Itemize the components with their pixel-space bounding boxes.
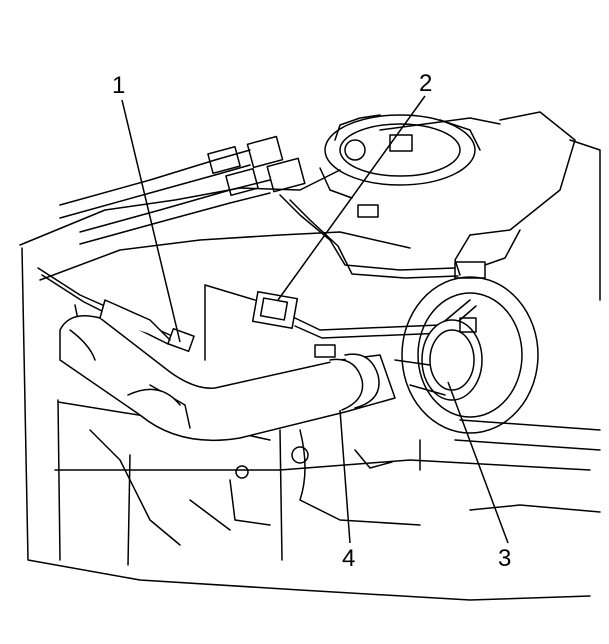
tank-filler-port [394,276,539,434]
fuel-lines [59,135,521,279]
callout-2-leader [277,95,426,301]
callout-2: 2 [419,70,433,97]
fuel-pump-module [319,114,481,218]
callout-3: 3 [498,545,512,572]
callout-1-leader [121,99,181,343]
mounting-hardware [89,344,336,546]
callout-3-leader [447,381,509,544]
callout-4-leader [339,409,351,544]
fuel-filler-pipe [59,299,396,442]
callout-4: 4 [342,545,356,572]
callout-1: 1 [112,72,126,99]
